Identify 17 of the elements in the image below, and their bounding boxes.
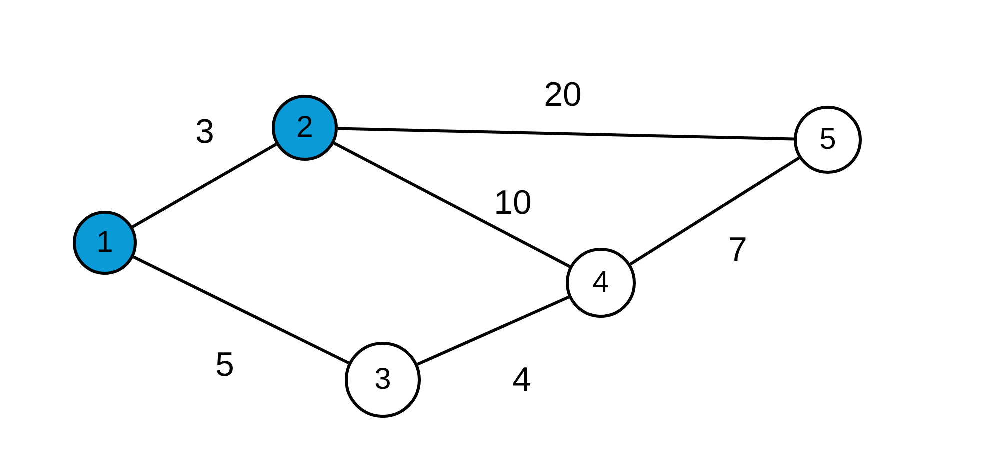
node-number: 4 — [592, 266, 610, 300]
edge-weight: 3 — [196, 115, 214, 149]
node-number: 3 — [374, 363, 392, 397]
edge-weight: 4 — [512, 363, 532, 397]
edge-weight: 10 — [494, 186, 532, 220]
edge-weight: 20 — [544, 78, 582, 112]
edge-weight: 7 — [728, 233, 748, 267]
edge-weight: 5 — [216, 348, 234, 382]
edge-line — [417, 296, 570, 366]
edge-line — [630, 156, 800, 266]
node-number: 2 — [296, 111, 314, 145]
edge-line — [338, 127, 794, 141]
edge-line — [133, 256, 350, 365]
node-number: 5 — [820, 123, 836, 157]
edge-line — [132, 143, 278, 228]
edge-line — [334, 142, 571, 268]
node-number: 1 — [96, 226, 114, 260]
